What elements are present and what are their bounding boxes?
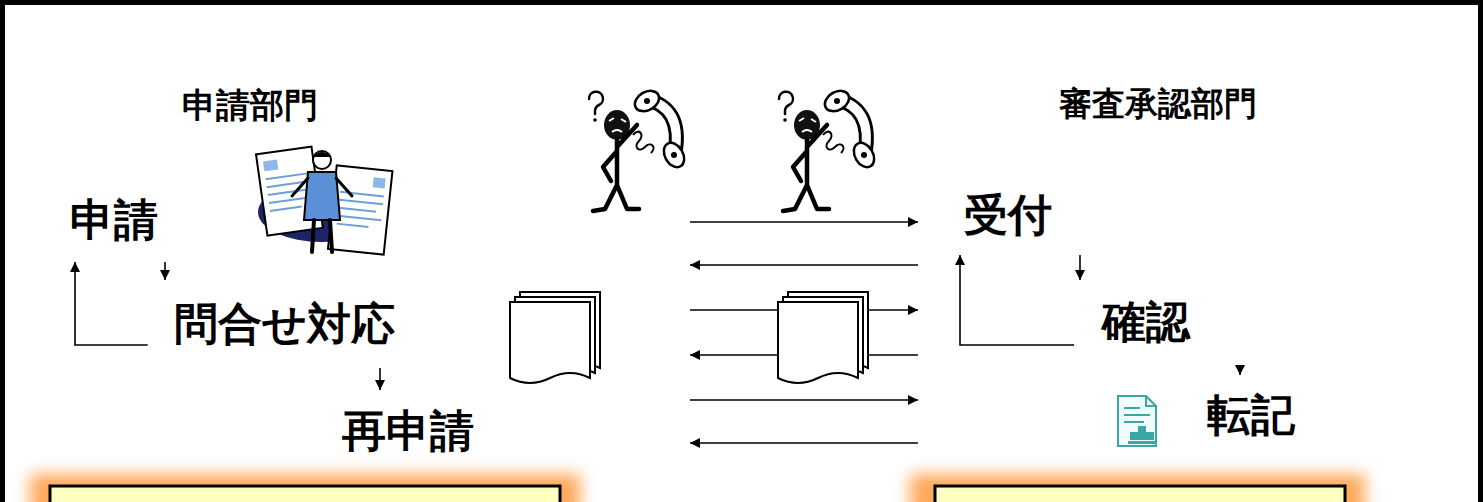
- chevron-shape: [1060, 280, 1310, 365]
- flow-arrow: [690, 399, 918, 401]
- process-step: 問合せ対応: [132, 280, 454, 368]
- department-box: 申請部門申請問合せ対応再申請: [22, 35, 690, 502]
- callout-glow: [910, 474, 1365, 502]
- flow-arrow: [960, 255, 1074, 345]
- cube-side-face: [577, 35, 690, 502]
- outer-border: [3, 3, 1481, 502]
- flow-arrow: [164, 262, 166, 280]
- cube-top-face: [918, 38, 1450, 155]
- document-discussion-figure: [256, 147, 392, 255]
- flow-arrow: [690, 221, 918, 223]
- callout-box: [50, 486, 560, 502]
- chevron-shape: [132, 280, 454, 368]
- flow-arrow: [75, 262, 148, 345]
- chevron-shape: [28, 178, 230, 262]
- process-step: 確認: [1060, 280, 1310, 365]
- document-stack: [778, 292, 868, 383]
- flow-arrow: [1079, 255, 1081, 280]
- callout-glow: [30, 474, 580, 502]
- chevron-shape: [1165, 375, 1395, 455]
- process-step: 受付: [922, 175, 1134, 255]
- department-title: 審査承認部門: [1008, 84, 1308, 124]
- phone-caller-figure: [589, 87, 688, 211]
- step-label: 受付: [964, 189, 1052, 242]
- process-step: 再申請: [300, 390, 545, 472]
- document-stamp-icon: [1118, 396, 1156, 446]
- cube-side-face: [1345, 38, 1450, 502]
- cube-front-face: [918, 155, 1345, 502]
- cube-front-face: [22, 155, 577, 502]
- step-label: 確認: [1102, 296, 1190, 349]
- department-box: 審査承認部門受付確認転記: [918, 38, 1450, 502]
- document-stack: [510, 292, 600, 383]
- phone-caller-figure: [779, 87, 878, 211]
- step-label: 転記: [1207, 389, 1295, 442]
- process-step: 転記: [1165, 375, 1395, 455]
- department-title: 申請部門: [62, 85, 438, 126]
- flow-arrow: [690, 442, 918, 444]
- chevron-shape: [922, 175, 1134, 255]
- flow-arrow: [1239, 365, 1241, 375]
- step-label: 申請: [70, 194, 158, 247]
- callout-box: [935, 486, 1345, 502]
- flow-arrow: [379, 368, 381, 390]
- step-label: 再申請: [342, 405, 474, 458]
- step-label: 問合せ対応: [174, 298, 395, 351]
- cube-top-face: [22, 35, 690, 155]
- person-figure: [292, 151, 352, 252]
- process-step: 申請: [28, 178, 230, 262]
- flow-arrow: [690, 264, 918, 266]
- chevron-shape: [300, 390, 545, 472]
